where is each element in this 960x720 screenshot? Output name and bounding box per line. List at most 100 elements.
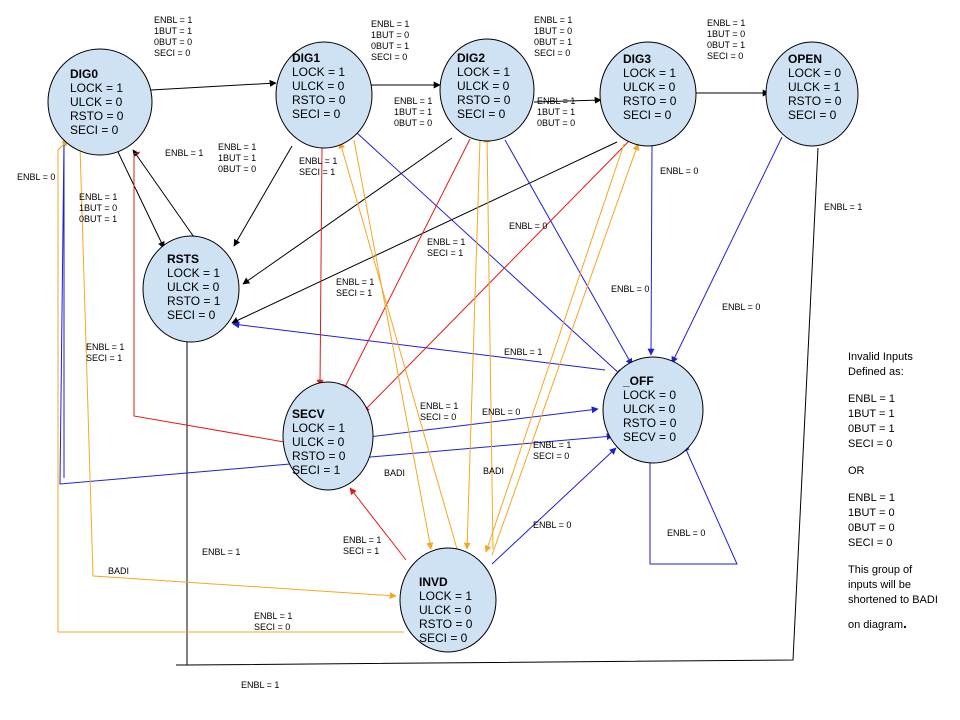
edge-off-rsts	[232, 321, 606, 371]
node-line: LOCK = 1	[70, 81, 123, 95]
svg-text:SECI = 0: SECI = 0	[420, 412, 456, 422]
svg-text:ENBL = 1: ENBL = 1	[218, 142, 256, 152]
node-line: SECI = 0	[419, 631, 468, 645]
svg-text:0BUT = 1: 0BUT = 1	[707, 40, 745, 50]
node-line: ULCK = 0	[623, 80, 676, 94]
edge-label: ENBL = 1 1BUT = 0 0BUT = 1 SECI = 0	[707, 18, 745, 61]
legend-heading-line2: Defined as:	[848, 366, 904, 378]
edge-label: ENBL = 0	[509, 221, 547, 231]
edge-label: ENBL = 1 1BUT = 1 0BUT = 0	[394, 96, 432, 128]
svg-text:1BUT = 1: 1BUT = 1	[218, 153, 256, 163]
edge-label: ENBL = 1 SECI = 1	[427, 237, 465, 258]
svg-text:ENBL = 0: ENBL = 0	[482, 407, 520, 417]
edge-invd-dig1	[338, 141, 458, 550]
edge-invd-off	[491, 447, 617, 565]
svg-text:BADI: BADI	[384, 468, 405, 478]
node-title: DIG1	[292, 51, 320, 65]
node-line: LOCK = 0	[623, 388, 676, 402]
svg-text:0BUT = 0: 0BUT = 0	[537, 118, 575, 128]
node-dig1: DIG1 LOCK = 1 ULCK = 0 RSTO = 0 SECI = 0	[275, 41, 373, 149]
svg-text:ENBL = 1: ENBL = 1	[537, 96, 575, 106]
node-title: DIG3	[623, 52, 651, 66]
svg-text:ENBL = 1: ENBL = 1	[394, 96, 432, 106]
edge-label: ENBL = 1 1BUT = 1 0BUT = 0	[537, 96, 575, 128]
edge-label: ENBL = 1 SECI = 0	[533, 440, 571, 461]
edge-off-selfloop	[649, 444, 738, 565]
svg-text:1BUT = 1: 1BUT = 1	[537, 107, 575, 117]
edge-dig2-off	[504, 139, 633, 366]
node-dig2: DIG2 LOCK = 1 ULCK = 0 RSTO = 0 SECI = 0	[439, 38, 535, 142]
node-secv: SECV LOCK = 1 ULCK = 0 RSTO = 0 SECI = 1	[282, 381, 374, 491]
edge-dig0-invd	[79, 145, 397, 600]
node-line: SECI = 0	[788, 108, 837, 122]
edge-label: ENBL = 1 SECI = 1	[86, 342, 124, 363]
svg-text:ENBL = 1: ENBL = 1	[427, 237, 465, 247]
svg-text:SECI = 0: SECI = 0	[371, 52, 407, 62]
edge-dig3-rsts	[231, 141, 618, 324]
edge-dig1-secv	[316, 147, 324, 387]
legend-group2-line: SECI = 0	[848, 537, 893, 549]
edge-dig3-invd	[484, 143, 625, 553]
node-line: ULCK = 0	[457, 79, 510, 93]
svg-text:SECI = 1: SECI = 1	[427, 248, 463, 258]
svg-text:ENBL = 0: ENBL = 0	[667, 528, 705, 538]
svg-text:ENBL = 0: ENBL = 0	[722, 302, 760, 312]
edge-label: ENBL = 1 SECI = 1	[299, 156, 337, 177]
legend-note-line: This group of	[848, 564, 913, 576]
node-off: _OFF LOCK = 0 ULCK = 0 RSTO = 0 SECV = 0	[602, 356, 704, 464]
node-rsts: RSTS LOCK = 1 ULCK = 0 RSTO = 1 SECI = 0	[142, 235, 240, 343]
edge-label: BADI	[108, 566, 129, 576]
legend-heading-line1: Invalid Inputs	[848, 351, 913, 363]
edge-dig0-dig1	[150, 79, 277, 91]
svg-text:BADI: BADI	[483, 466, 504, 476]
node-line: LOCK = 1	[292, 421, 345, 435]
edge-secv-off	[368, 406, 599, 438]
edge-dig1-invd	[353, 139, 434, 550]
svg-text:0BUT = 1: 0BUT = 1	[371, 41, 409, 51]
edge-dig2-invd	[463, 139, 481, 550]
node-line: LOCK = 1	[457, 65, 510, 79]
svg-text:SECI = 1: SECI = 1	[343, 546, 379, 556]
svg-text:BADI: BADI	[108, 566, 129, 576]
node-line: ULCK = 0	[292, 435, 345, 449]
edge-open-rsts-loop	[183, 147, 819, 666]
edge-label: ENBL = 1	[504, 347, 542, 357]
node-line: RSTO = 0	[292, 93, 346, 107]
edge-dig2-secv	[342, 138, 471, 392]
svg-text:0BUT = 0: 0BUT = 0	[394, 118, 432, 128]
edge-label: ENBL = 1 1BUT = 1 0BUT = 0	[218, 142, 256, 174]
edge-dig1-off	[356, 132, 623, 377]
node-line: ULCK = 0	[70, 95, 123, 109]
legend-last-text: on diagram	[848, 619, 904, 631]
node-line: ULCK = 0	[292, 79, 345, 93]
legend-group2-line: ENBL = 1	[848, 492, 895, 504]
svg-text:ENBL = 1: ENBL = 1	[241, 680, 279, 690]
svg-text:ENBL = 1: ENBL = 1	[420, 401, 458, 411]
svg-text:SECI = 0: SECI = 0	[533, 451, 569, 461]
node-title: DIG0	[70, 67, 98, 81]
edge-label: ENBL = 1 1BUT = 1 0BUT = 0 SECI = 0	[154, 15, 192, 58]
legend-last-line: on diagram.	[848, 616, 958, 633]
svg-text:0BUT = 0: 0BUT = 0	[154, 37, 192, 47]
legend-group2-line: 0BUT = 0	[848, 522, 895, 534]
legend-group1-line: SECI = 0	[848, 438, 893, 450]
edge-invd-secv	[349, 487, 407, 561]
legend-box: Invalid Inputs Defined as: ENBL = 1 1BUT…	[848, 350, 958, 633]
svg-text:1BUT = 0: 1BUT = 0	[707, 29, 745, 39]
node-line: LOCK = 1	[419, 589, 472, 603]
node-invd: INVD LOCK = 1 ULCK = 0 RSTO = 0 SECI = 0	[399, 547, 497, 653]
node-line: RSTO = 0	[292, 449, 346, 463]
svg-text:ENBL = 1: ENBL = 1	[202, 547, 240, 557]
node-title: SECV	[292, 407, 325, 421]
svg-text:ENBL = 1: ENBL = 1	[254, 611, 292, 621]
legend-note-line: inputs will be	[848, 579, 911, 591]
svg-text:ENBL = 1: ENBL = 1	[533, 440, 571, 450]
node-line: RSTO = 0	[623, 416, 677, 430]
node-title: INVD	[419, 575, 448, 589]
node-dig0: DIG0 LOCK = 1 ULCK = 0 RSTO = 0 SECI = 0	[47, 48, 153, 156]
edge-label: BADI	[483, 466, 504, 476]
legend-group1-line: ENBL = 1	[848, 393, 895, 405]
edge-label: ENBL = 0	[482, 407, 520, 417]
svg-text:ENBL = 1: ENBL = 1	[336, 277, 374, 287]
